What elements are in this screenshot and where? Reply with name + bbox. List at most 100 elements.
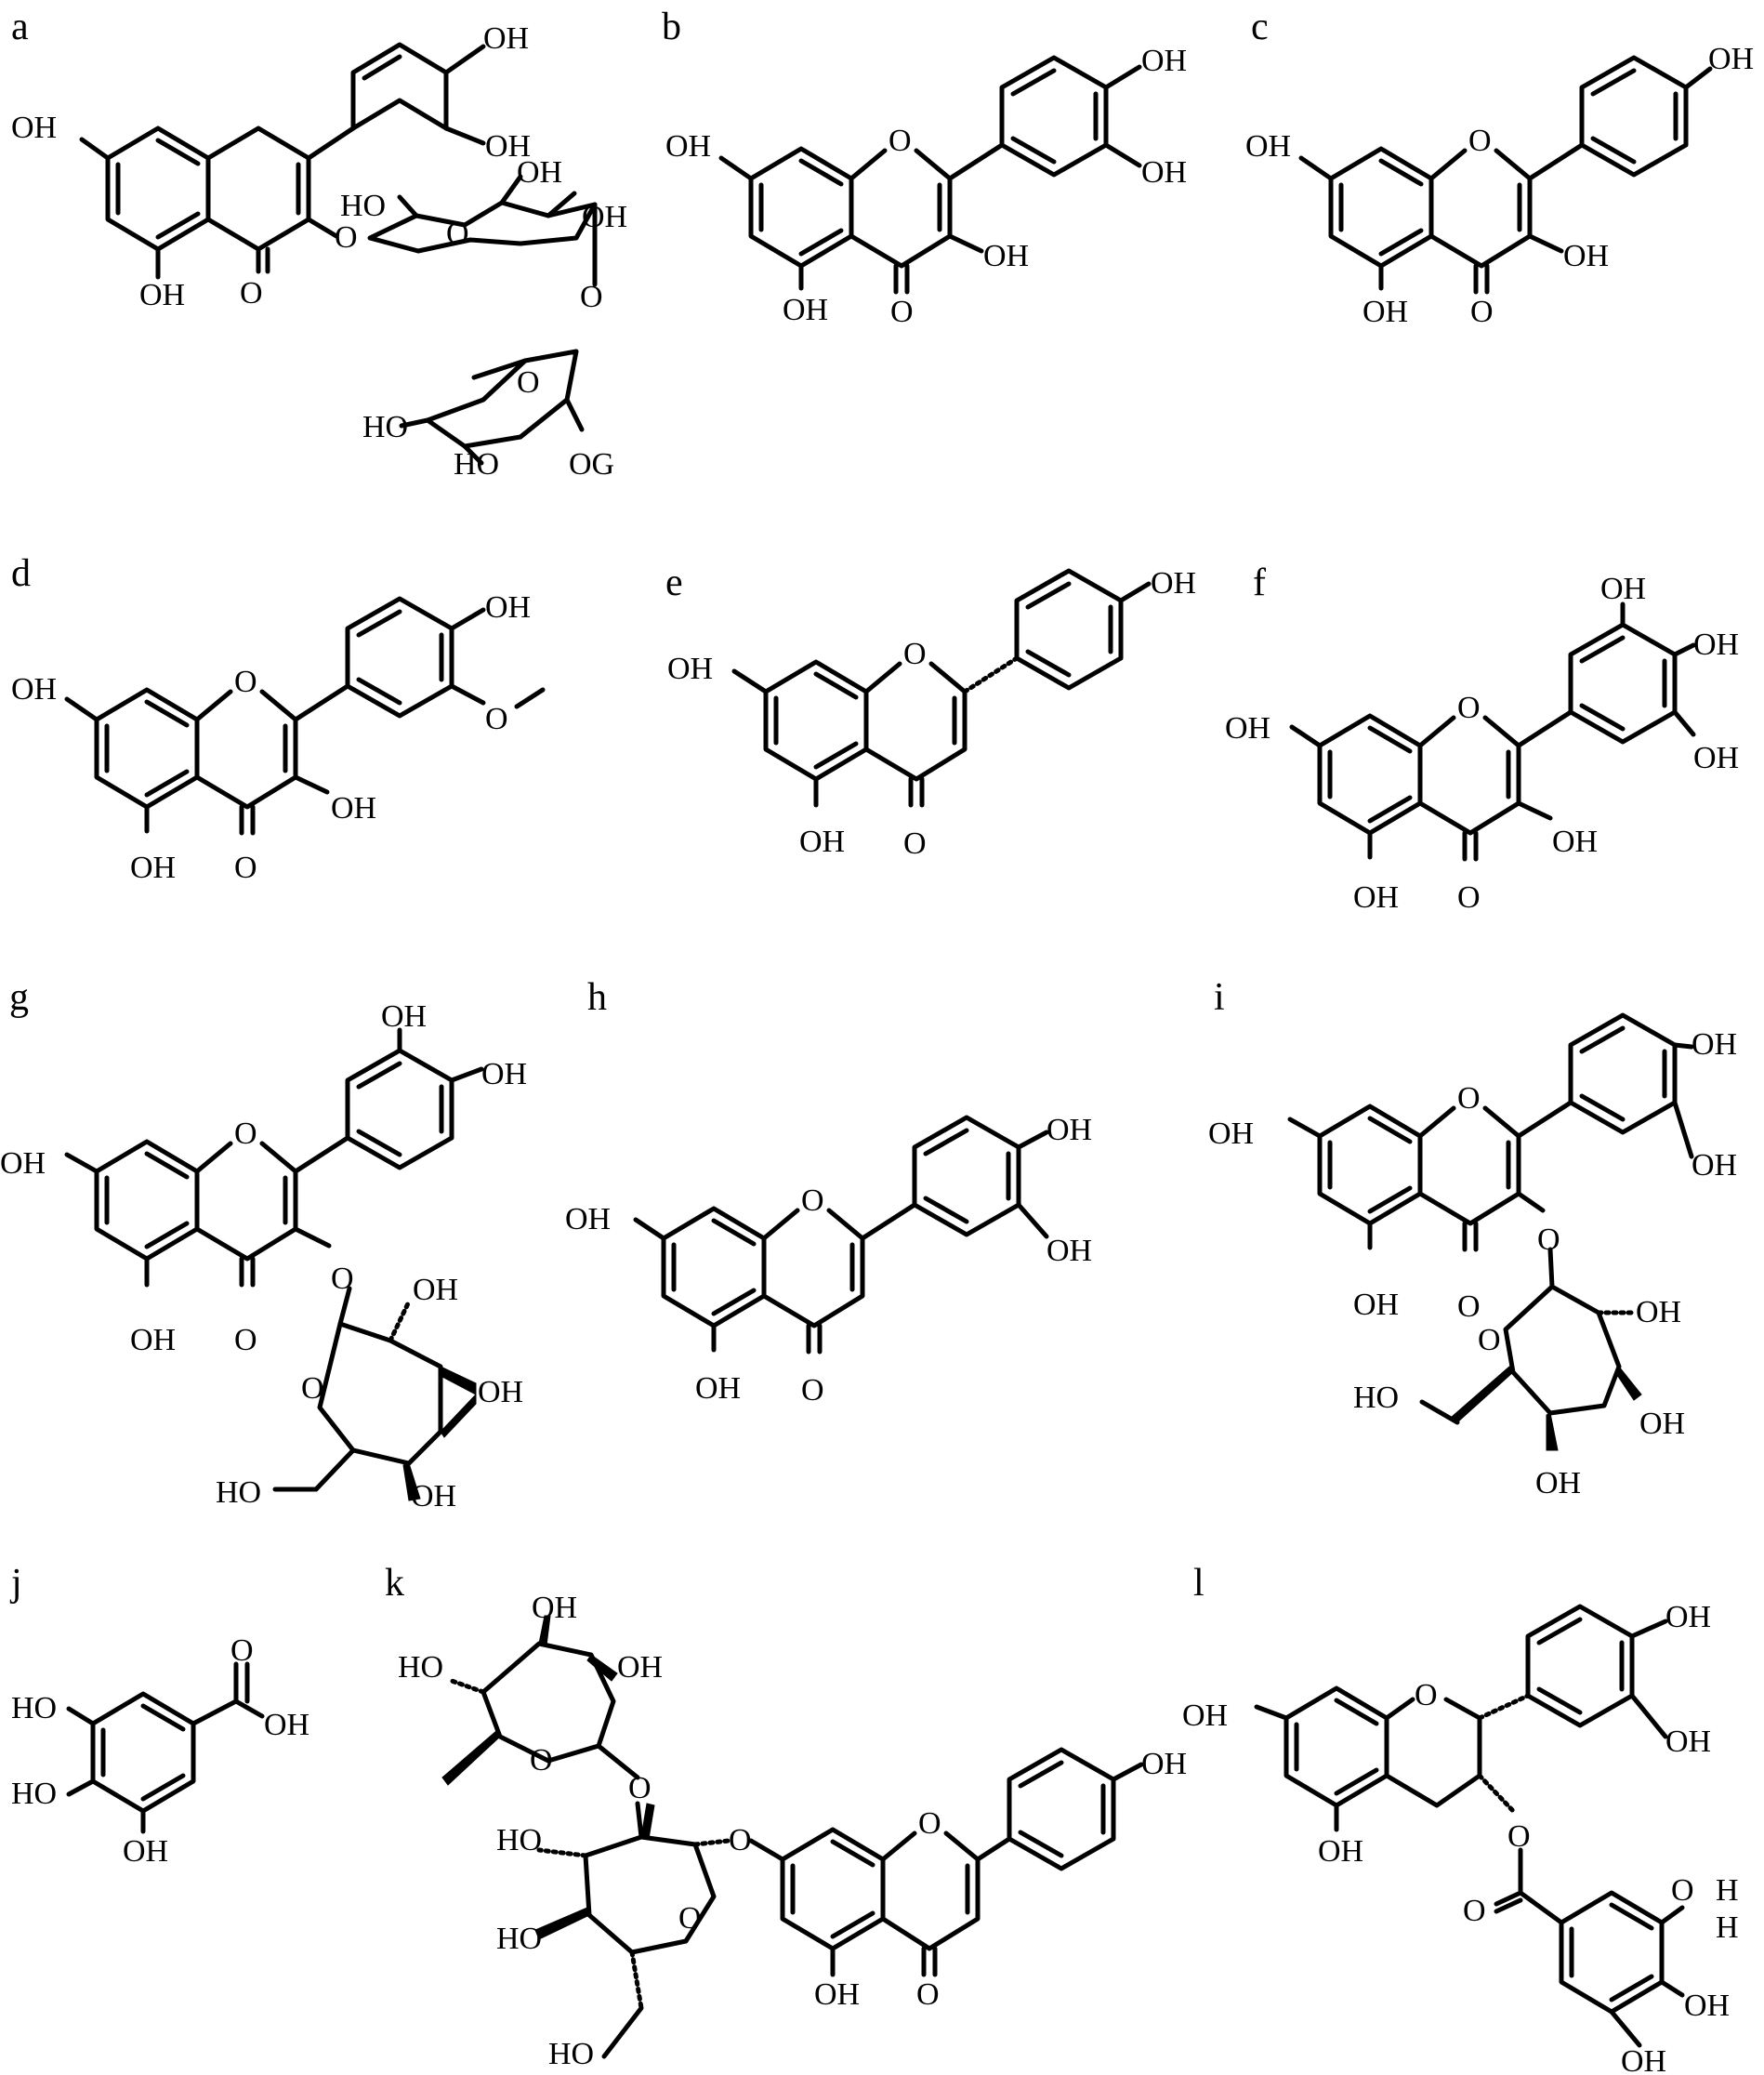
panel-b-atom-O2: O [890, 295, 914, 329]
panel-g-atom-O2: O [234, 1323, 257, 1357]
panel-c-atom-OH2: OH [1708, 42, 1754, 76]
panel-g-atom-O4: O [301, 1371, 324, 1406]
panel-b-atom-O1: O [889, 124, 912, 158]
panel-h: h OH OH OH OH O O [565, 976, 1092, 1408]
panel-j: j O OH HO HO OH [9, 1562, 309, 1869]
panel-l-atom-H2: H [1716, 1910, 1739, 1945]
panel-k-atom-O4: O [729, 1823, 752, 1857]
panel-l-atom-O4: O [1671, 1873, 1694, 1908]
panel-l-bonds [1254, 1604, 1685, 2048]
panel-f-atom-OH6: OH [1353, 880, 1399, 915]
panel-label-b: b [662, 6, 681, 48]
panel-g-atom-O1: O [234, 1117, 257, 1151]
panel-k-atom-O5: O [918, 1806, 941, 1841]
panel-a-atom-O3: O [446, 217, 469, 251]
panel-i-atom-OH6: OH [1639, 1407, 1685, 1441]
panel-a-atom-OH2: OH [483, 21, 529, 56]
panel-l-atom-OH5: OH [1684, 1989, 1730, 2023]
panel-c-atom-OH3: OH [1563, 239, 1609, 273]
panel-c-atom-OH4: OH [1362, 295, 1408, 329]
panel-d-atom-OH2: OH [485, 590, 531, 625]
panel-l-atom-OH6: OH [1621, 2044, 1666, 2075]
panel-f: f OH OH OH OH OH OH O O [1225, 562, 1739, 915]
panel-g-atom-HO1: HO [216, 1475, 261, 1510]
panel-b-atom-OH5: OH [783, 293, 828, 327]
panel-a-atom-O1: O [240, 276, 263, 311]
panel-k-atom-OH2: OH [617, 1650, 663, 1685]
panel-k-atom-HO2: HO [496, 1823, 542, 1857]
panel-label-d: d [11, 552, 31, 595]
panel-d-atom-OH1: OH [11, 672, 57, 707]
panel-e-atom-O2: O [903, 826, 927, 861]
panel-g-atom-OH4: OH [130, 1323, 176, 1357]
panel-b-atom-OH3: OH [1141, 155, 1187, 190]
panel-d-atom-OH4: OH [130, 851, 176, 885]
panel-b-atom-OH1: OH [665, 129, 711, 164]
panel-k-atom-HO4: HO [548, 2037, 594, 2071]
panel-l-atom-H1: H [1716, 1873, 1739, 1908]
panel-l-atom-O2: O [1507, 1819, 1531, 1854]
panel-c-bonds [1298, 55, 1713, 295]
panel-f-atom-OH5: OH [1552, 825, 1598, 859]
panel-a-atom-O4: O [580, 280, 603, 314]
panel-k-atom-O6: O [916, 1977, 940, 2012]
panel-i-atom-O3: O [1537, 1223, 1560, 1257]
panel-label-f: f [1253, 562, 1266, 604]
panel-k-atom-O3: O [678, 1901, 702, 1936]
panel-a-atom-OH4: OH [139, 278, 185, 312]
panel-a-atom-HO1: HO [340, 189, 386, 223]
panel-h-atom-OH1: OH [565, 1202, 611, 1236]
panel-c-atom-O1: O [1468, 124, 1492, 158]
panel-f-atom-OH1: OH [1225, 711, 1270, 746]
panel-k-atom-O1: O [530, 1743, 553, 1778]
panel-l-atom-O3: O [1463, 1894, 1486, 1928]
panel-a-atom-O2: O [335, 220, 358, 255]
panel-k-atom-OH4: OH [1141, 1747, 1187, 1781]
panel-j-atom-O1: O [230, 1633, 254, 1668]
panel-g-atom-OH2: OH [381, 999, 427, 1034]
panel-h-atom-O1: O [801, 1183, 824, 1218]
panel-f-bonds [1289, 601, 1696, 862]
panel-e-bonds [731, 568, 1152, 808]
panel-f-atom-O2: O [1457, 880, 1481, 915]
panel-k-atom-HO1: HO [398, 1650, 443, 1685]
panel-d-bonds [64, 596, 546, 836]
panel-i-atom-O4: O [1478, 1323, 1501, 1357]
panel-label-e: e [665, 562, 683, 604]
panel-a-atom-HO2: HO [362, 410, 408, 444]
panel-i-bonds [1287, 1012, 1694, 1451]
panel-i-atom-O2: O [1457, 1289, 1481, 1324]
panel-k: k OH HO OH O O HO O O HO [385, 1562, 1187, 2071]
panel-e-atom-OH3: OH [799, 825, 845, 859]
panel-b-atom-OH2: OH [1141, 44, 1187, 78]
panel-b: b OH OH OH OH OH O O [662, 6, 1187, 329]
panel-label-g: g [9, 976, 29, 1019]
panel-f-atom-O1: O [1457, 691, 1481, 725]
panel-g-atom-OH1: OH [0, 1146, 46, 1181]
panel-f-atom-OH2: OH [1600, 572, 1646, 606]
panel-h-atom-OH3: OH [1047, 1234, 1092, 1268]
panel-e-atom-O1: O [903, 637, 927, 671]
panel-d: d OH OH OH OH O O O [11, 552, 546, 885]
panel-i-atom-HO1: HO [1353, 1381, 1399, 1415]
panel-a: a OH OH OH OH O O O HO OH OH O O HO [11, 6, 627, 482]
panel-f-atom-OH4: OH [1693, 741, 1739, 775]
panel-i: i OH OH OH OH O O O O OH OH OH HO [1208, 976, 1737, 1500]
panel-b-atom-OH4: OH [983, 239, 1029, 273]
panel-l: l OH OH OH O OH O O O H H OH OH [1182, 1562, 1739, 2075]
panel-a-atom-OH1: OH [11, 111, 57, 145]
panel-label-j: j [9, 1562, 22, 1605]
panel-b-bonds [718, 55, 1142, 295]
panel-c: c OH OH OH OH O O [1245, 6, 1754, 329]
panel-j-atom-OH1: OH [264, 1708, 309, 1742]
panel-c-atom-OH1: OH [1245, 129, 1291, 164]
panel-k-atom-HO3: HO [496, 1922, 542, 1956]
panel-i-atom-OH1: OH [1208, 1117, 1254, 1151]
panel-d-atom-OH3: OH [331, 791, 376, 826]
panel-k-atom-OH3: OH [814, 1977, 860, 2012]
panel-g-atom-OH3: OH [481, 1057, 527, 1091]
panel-label-i: i [1214, 976, 1225, 1019]
panel-j-atom-HO1: HO [11, 1691, 57, 1725]
panel-k-atom-OH1: OH [532, 1591, 577, 1625]
